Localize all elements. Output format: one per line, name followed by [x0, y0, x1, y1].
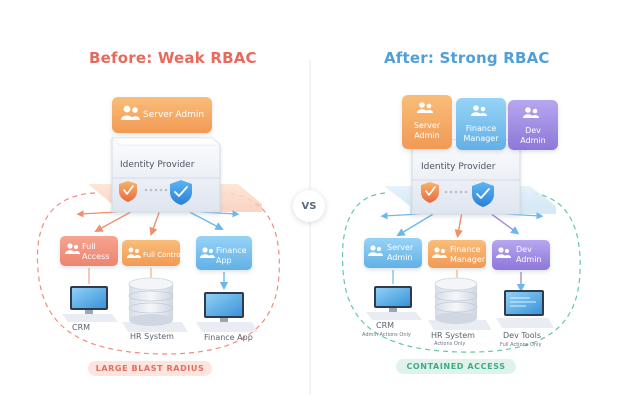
right-system-crm-label: CRM [376, 321, 395, 330]
right-system-hr [428, 277, 492, 330]
left-panel [36, 97, 280, 355]
right-crm-monitor-icon [376, 288, 410, 306]
right-system-dev-tools [496, 290, 554, 328]
right-top-role-3-label: Dev Admin [520, 126, 546, 145]
left-role-3-users-icon [200, 247, 215, 258]
contained-access-outline [341, 192, 581, 353]
left-finance-monitor-icon [206, 294, 242, 316]
left-system-finance [196, 292, 258, 332]
right-system-dev-note: Full Actions Only [500, 342, 542, 348]
right-devtools-monitor-icon [506, 292, 542, 314]
left-system-crm [62, 286, 118, 322]
left-role-2-users-icon [127, 247, 141, 258]
left-system-hr [122, 277, 188, 332]
vs-badge: VS [293, 190, 325, 222]
right-top-role-2-users-icon [471, 105, 487, 116]
arrow-to-full-control [149, 209, 161, 236]
left-role-3-label: Finance App [216, 246, 247, 265]
left-identity-provider [111, 137, 221, 213]
right-role-2-label: Finance Manager [450, 245, 486, 264]
left-role-1-users-icon [65, 243, 80, 254]
right-identity-label: Identity Provider [421, 162, 496, 172]
contained-access-badge: CONTAINED ACCESS [396, 359, 516, 374]
right-top-role-2-label: Finance Manager [463, 124, 499, 143]
right-panel [341, 95, 581, 353]
left-crm-monitor-icon [72, 288, 106, 308]
right-role-finance-manager [428, 240, 486, 268]
right-role-1-label: Server Admin [387, 243, 414, 262]
left-system-finance-label: Finance App [204, 333, 253, 342]
right-role-server-admin [364, 238, 422, 268]
right-system-crm [366, 286, 422, 320]
left-top-role-users-icon [121, 105, 140, 120]
blast-radius-badge: LARGE BLAST RADIUS [88, 361, 212, 376]
left-role-full-access [60, 236, 118, 266]
right-role-2-users-icon [432, 247, 447, 258]
right-role-dev-admin [492, 240, 550, 270]
right-top-role-1-users-icon [417, 102, 433, 113]
right-identity-provider [411, 139, 521, 215]
right-role-3-users-icon [496, 247, 511, 258]
blast-radius-outline [36, 192, 280, 355]
right-role-1-users-icon [368, 245, 383, 256]
right-top-role-server-admin [402, 95, 452, 149]
left-role-1-label: Full Access [82, 242, 110, 261]
right-system-crm-note: Admin Actions Only [362, 332, 411, 338]
left-role-finance-app [196, 236, 252, 270]
right-role-3-label: Dev Admin [516, 245, 542, 264]
left-system-hr-label: HR System [130, 332, 174, 341]
right-title: After: Strong RBAC [384, 49, 550, 67]
right-system-dev-label: Dev Tools [503, 331, 542, 340]
left-system-crm-label: CRM [72, 323, 91, 332]
right-system-hr-note: Actions Only [434, 341, 466, 347]
left-role-full-control [122, 240, 180, 266]
left-title: Before: Weak RBAC [89, 49, 257, 67]
left-role-2-label: Full Control [143, 251, 183, 259]
right-top-role-dev-admin [508, 100, 558, 150]
left-top-role-server-admin [112, 97, 212, 133]
left-top-role-label: Server Admin [143, 110, 205, 120]
right-top-role-3-users-icon [523, 107, 539, 118]
right-system-hr-label: HR System [431, 331, 475, 340]
left-identity-label: Identity Provider [120, 160, 195, 170]
right-top-role-1-label: Server Admin [413, 121, 441, 140]
right-top-role-finance-manager [456, 98, 506, 150]
